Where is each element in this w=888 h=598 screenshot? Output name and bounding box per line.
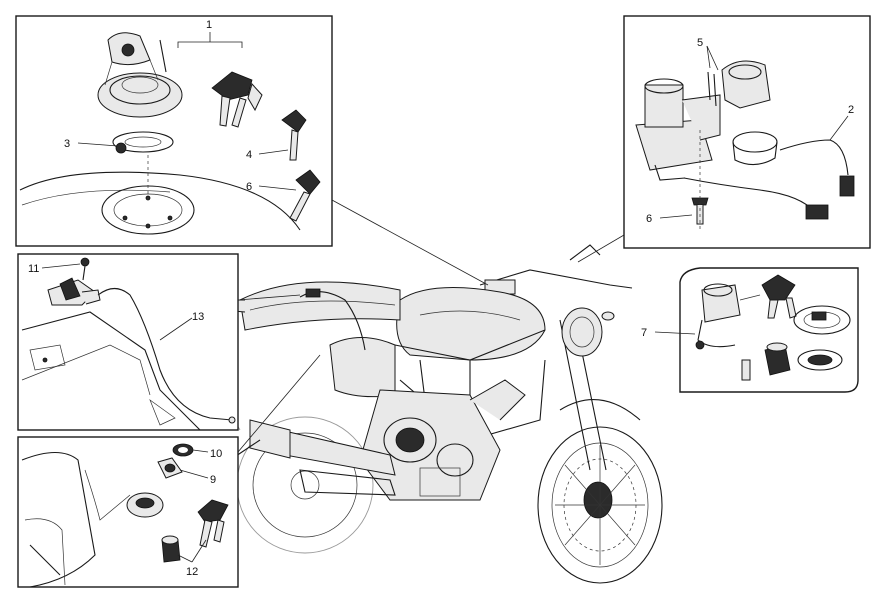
callout-10: 10 (210, 448, 222, 460)
panel-fuel-cap: 1 3 4 6 (15, 15, 333, 247)
headlight (561, 307, 603, 357)
key-icon (211, 71, 263, 128)
panel-lock-kit: 7 (641, 267, 859, 393)
callout-12: 12 (186, 566, 198, 578)
callout-9: 9 (210, 474, 216, 486)
callout-5: 5 (697, 37, 703, 49)
panel-ignition-switch: 5 2 6 (623, 15, 871, 249)
seat-lock-icon (47, 277, 101, 306)
callout-6: 6 (246, 181, 252, 193)
panel-seat-lock-cable: 11 13 (17, 253, 239, 431)
key-icon (289, 169, 321, 222)
callout-1: 1 (206, 19, 212, 31)
front-wheel (537, 426, 663, 584)
seat (239, 281, 401, 331)
callout-4: 4 (246, 149, 252, 161)
callout-7: 7 (641, 327, 647, 339)
callout-3: 3 (64, 138, 70, 150)
ignition-switch-icon (635, 78, 721, 181)
panel-fuel-cap-lock: 10 9 12 (17, 436, 239, 588)
callout-13: 13 (192, 311, 204, 323)
engine (359, 379, 526, 501)
key-icon (281, 109, 307, 161)
fuel-tank (396, 287, 546, 361)
fuel-cap-icon (97, 32, 183, 118)
motorcycle-illustration (221, 244, 663, 584)
callout-6: 6 (646, 213, 652, 225)
callout-2: 2 (848, 104, 854, 116)
callout-11: 11 (28, 263, 39, 275)
